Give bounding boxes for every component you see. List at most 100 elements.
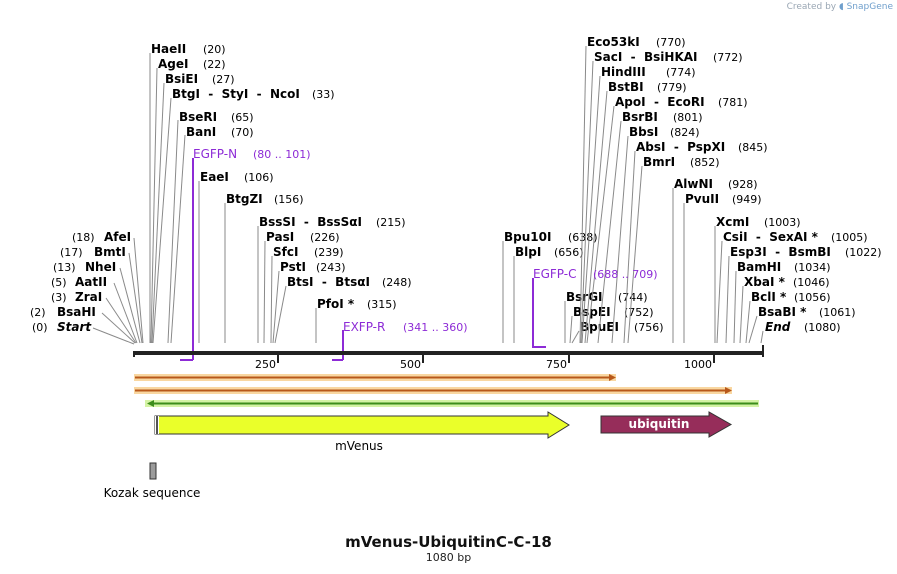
site-pos: (1005) [831,231,868,244]
site-bsrbi: BsrBI (801) [597,110,703,344]
site-name: BtgI - StyI - NcoI [172,87,300,101]
site-bcli: BclI * (1056) [745,290,831,344]
site-left-4: (17) BmtI [60,245,143,344]
site-name: BsiEI [165,72,198,86]
ruler-label: 250 [255,358,276,371]
site-pos: (239) [314,246,344,259]
dna-backbone [133,345,764,357]
start-marker: (0) Start [32,320,135,345]
primer-egfp-n: EGFP-N (80 .. 101) [180,147,311,361]
site-bstbi: BstBI (779) [584,80,687,344]
snapgene-watermark: Created by ◖ SnapGene [787,2,893,12]
site-name: HaeII [151,42,186,56]
site-name: Bpu10I [504,230,551,244]
site-name: BspEI [573,305,611,319]
site-name: PasI [266,230,294,244]
primer-range: (341 .. 360) [403,321,468,334]
site-pos: (2) [30,306,46,319]
site-pos: (18) [72,231,95,244]
primer-name: EGFP-C [533,267,576,281]
site-pos: (770) [656,36,686,49]
orf-reverse [145,400,759,407]
site-pos: (226) [310,231,340,244]
ruler-tick-750: 750 [546,355,570,371]
site-pfoi: PfoI * (315) [315,297,397,343]
site-pos: (801) [673,111,703,124]
feature-label: Kozak sequence [104,486,201,500]
map-length: 1080 bp [425,551,472,564]
site-name: PvuII [685,192,719,206]
site-pos: (65) [231,111,254,124]
site-name: Esp3I - BsmBI [730,245,831,259]
site-agei: AgeI (22) [150,57,226,344]
start-pos: (0) [32,321,48,334]
site-name: Eco53kI [587,35,640,49]
site-bsrgi: BsrGI (744) [564,290,648,343]
site-btgi-styi-ncoi: BtgI - StyI - NcoI (33) [152,87,335,344]
site-btgzi: BtgZI (156) [224,192,304,343]
site-bseri: BseRI (65) [167,110,254,344]
site-pos: (1003) [764,216,801,229]
left-sites: (2) BsaHI (3) ZraI (5) AatII (13) NheI (… [30,230,144,345]
site-absi: AbsI - PspXI (845) [623,140,768,344]
site-pos: (1061) [819,306,856,319]
site-name: BsaBI * [758,305,807,319]
site-name: BbsI [629,125,658,139]
site-name: AatII [75,275,107,289]
site-name: AgeI [158,57,188,71]
site-pos: (744) [618,291,648,304]
ruler: 250 500 750 1000 [255,355,715,371]
feature-kozak[interactable]: Kozak sequence [104,462,201,500]
site-name: BmtI [94,245,126,259]
ruler-tick-500: 500 [400,355,424,371]
site-name: SacI - BsiHKAI [594,50,698,64]
site-pos: (656) [554,246,584,259]
site-pos: (315) [367,298,397,311]
primer-range: (80 .. 101) [253,148,311,161]
site-pvuii: PvuII (949) [683,192,762,343]
site-psti: PstI (243) [272,260,346,344]
feature-mvenus[interactable]: mVenus [154,411,570,453]
site-bani: BanI (70) [170,125,254,344]
site-pos: (781) [718,96,748,109]
site-pos: (5) [51,276,67,289]
site-name: BstBI [608,80,644,94]
site-bamhi: BamHI (1034) [733,260,831,344]
site-name: BtgZI [226,192,263,206]
site-pos: (106) [244,171,274,184]
feature-ubiquitin[interactable]: ubiquitin [600,411,733,438]
site-pasi: PasI (226) [263,230,340,344]
ruler-label: 1000 [684,358,712,371]
ruler-label: 500 [400,358,421,371]
site-left-2: (5) AatII [51,275,138,344]
site-name: AfeI [104,230,131,244]
site-alwni: AlwNI (928) [672,177,758,343]
site-name: BsaHI [57,305,96,319]
ruler-tick-250: 250 [255,355,279,371]
primers: EGFP-N (80 .. 101) EXFP-R (341 .. 360) E… [180,147,658,361]
site-pos: (756) [634,321,664,334]
site-pos: (1056) [794,291,831,304]
site-left-3: (13) NheI [53,260,141,344]
site-name: BclI * [751,290,787,304]
upper-right-sites: Eco53kI (770) SacI - BsiHKAI (772) HindI… [579,35,882,344]
site-xbai: XbaI * (1046) [739,275,830,344]
site-bbsi: BbsI (824) [611,125,700,344]
site-name: XcmI [716,215,749,229]
site-pos: (779) [657,81,687,94]
site-pos: (70) [231,126,254,139]
site-btsi: BtsI - BtsαI (248) [274,275,412,344]
site-saci: SacI - BsiHKAI (772) [580,50,743,344]
site-name: BamHI [737,260,781,274]
site-pos: (243) [316,261,346,274]
site-csii: CsiI - SexAI * (1005) [716,230,868,344]
primer-name: EXFP-R [343,320,385,334]
orf-forward-2 [134,387,732,394]
site-pos: (33) [312,88,335,101]
site-name: CsiI - SexAI * [723,230,819,244]
site-bsssi: BssSI - BssSαI (215) [257,215,406,343]
site-esp3i: Esp3I - BsmBI (1022) [725,245,882,344]
ruler-label: 750 [546,358,567,371]
site-name: AbsI - PspXI [636,140,725,154]
